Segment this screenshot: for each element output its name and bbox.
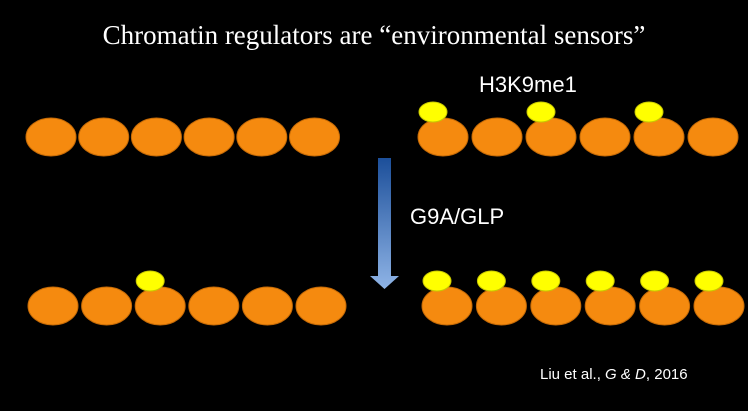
nucleosome-icon xyxy=(584,286,636,326)
methyl-mark-icon xyxy=(418,101,448,123)
h3k9me1-label: H3K9me1 xyxy=(479,72,577,97)
nucleosome-icon xyxy=(78,117,130,157)
nucleosome-icon xyxy=(81,286,133,326)
methyl-mark-icon xyxy=(135,270,165,292)
nucleosome-icon xyxy=(525,117,577,157)
nucleosome-icon xyxy=(241,286,293,326)
nucleosome-array-bottom-left xyxy=(27,270,347,326)
nucleosome-arrays xyxy=(25,101,745,326)
nucleosome-array-top-right xyxy=(417,101,739,157)
nucleosome-icon xyxy=(639,286,691,326)
slide-title: Chromatin regulators are “environmental … xyxy=(102,20,646,50)
nucleosome-array-bottom-right xyxy=(421,270,745,326)
citation-year: , 2016 xyxy=(645,366,688,383)
nucleosome-icon xyxy=(236,117,288,157)
nucleosome-icon xyxy=(183,117,235,157)
methyl-mark-icon xyxy=(526,101,556,123)
nucleosome-icon xyxy=(289,117,340,157)
nucleosome-icon xyxy=(417,117,469,157)
nucleosome-icon xyxy=(693,286,745,326)
citation: Liu et al., G & D, 2016 xyxy=(540,366,688,383)
citation-authors: Liu et al., xyxy=(540,366,606,383)
nucleosome-array-top-left xyxy=(25,117,340,157)
nucleosome-icon xyxy=(295,286,347,326)
nucleosome-icon xyxy=(530,286,582,326)
methyl-mark-icon xyxy=(640,270,670,292)
methyl-mark-icon xyxy=(585,270,615,292)
nucleosome-icon xyxy=(27,286,79,326)
nucleosome-icon xyxy=(134,286,186,326)
nucleosome-icon xyxy=(421,286,473,326)
methyl-mark-icon xyxy=(476,270,506,292)
down-arrow-icon xyxy=(370,158,399,289)
methyl-mark-icon xyxy=(634,101,664,123)
methyl-mark-icon xyxy=(531,270,561,292)
nucleosome-icon xyxy=(25,117,77,157)
nucleosome-icon xyxy=(188,286,240,326)
nucleosome-icon xyxy=(633,117,685,157)
nucleosome-icon xyxy=(475,286,527,326)
nucleosome-icon xyxy=(687,117,739,157)
methyl-mark-icon xyxy=(422,270,452,292)
nucleosome-icon xyxy=(579,117,631,157)
methyl-mark-icon xyxy=(694,270,724,292)
g9a-glp-label: G9A/GLP xyxy=(410,204,505,229)
citation-journal: G & D xyxy=(605,366,646,383)
nucleosome-icon xyxy=(130,117,182,157)
nucleosome-icon xyxy=(471,117,523,157)
